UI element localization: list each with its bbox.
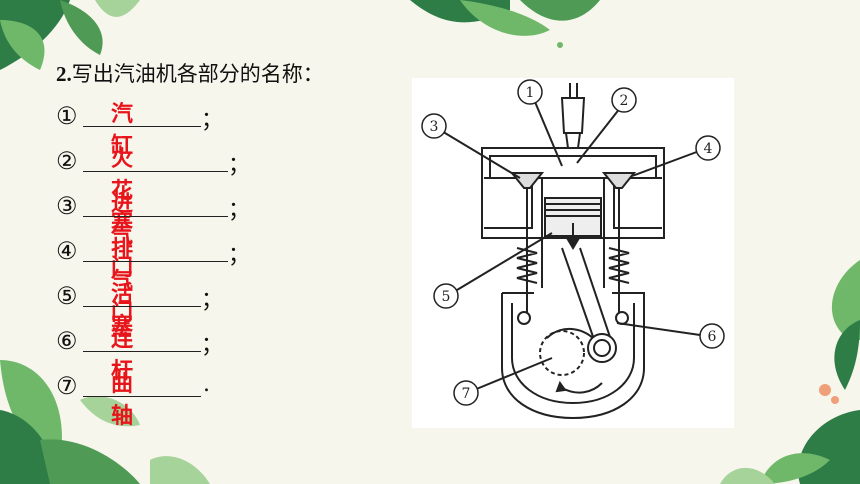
diagram-label-4: 4: [704, 141, 713, 157]
engine-diagram-svg: 1 2 3 4 5 6 7: [421, 79, 725, 420]
leaf-decoration-top-right: [410, 0, 600, 48]
answer-text: 进气门: [111, 192, 134, 281]
leaf-decoration-right: [819, 260, 860, 404]
engine-diagram: 1 2 3 4 5 6 7: [412, 78, 734, 428]
answer-punct: ；: [201, 108, 224, 133]
answer-punct: ；: [228, 243, 251, 268]
question-heading: 2.写出汽油机各部分的名称：: [56, 58, 324, 88]
answer-marker: ③: [56, 192, 78, 220]
answer-marker: ⑥: [56, 327, 78, 355]
answer-blank: [83, 261, 228, 262]
answer-blank: [83, 126, 201, 127]
leaf-decoration-bottom-left: [0, 360, 210, 484]
answer-marker: ②: [56, 147, 78, 175]
diagram-label-7: 7: [462, 386, 471, 402]
answer-text: 火花塞: [111, 147, 134, 236]
question-text: 写出汽油机各部分的名称：: [71, 62, 324, 86]
answer-marker: ⑤: [56, 282, 78, 310]
question-number: 2.: [56, 62, 72, 86]
answer-blank: [83, 306, 201, 307]
leaf-decoration-top-left: [0, 0, 140, 70]
answer-blank: [83, 351, 201, 352]
answer-punct: .: [203, 372, 210, 397]
answer-marker: ①: [56, 102, 78, 130]
answer-punct: ；: [201, 333, 224, 358]
diagram-label-5: 5: [442, 289, 451, 305]
answer-punct: ；: [228, 153, 251, 178]
answer-punct: ；: [201, 288, 224, 313]
answer-blank: [83, 216, 228, 217]
diagram-label-2: 2: [620, 93, 629, 109]
answer-marker: ⑦: [56, 372, 78, 400]
answer-blank: [83, 396, 201, 397]
answer-text: 连杆: [111, 327, 134, 384]
answer-text: 排气门: [111, 237, 134, 326]
diagram-label-3: 3: [430, 119, 439, 135]
answer-punct: ；: [228, 198, 251, 223]
diagram-label-1: 1: [526, 85, 535, 101]
answer-text: 活塞: [111, 282, 134, 339]
diagram-label-6: 6: [708, 329, 717, 345]
leaf-decoration-bottom-right: [720, 410, 860, 484]
answer-marker: ④: [56, 237, 78, 265]
answer-text: 曲轴: [111, 372, 134, 429]
answer-text: 汽缸: [111, 102, 134, 159]
answer-blank: [83, 171, 228, 172]
